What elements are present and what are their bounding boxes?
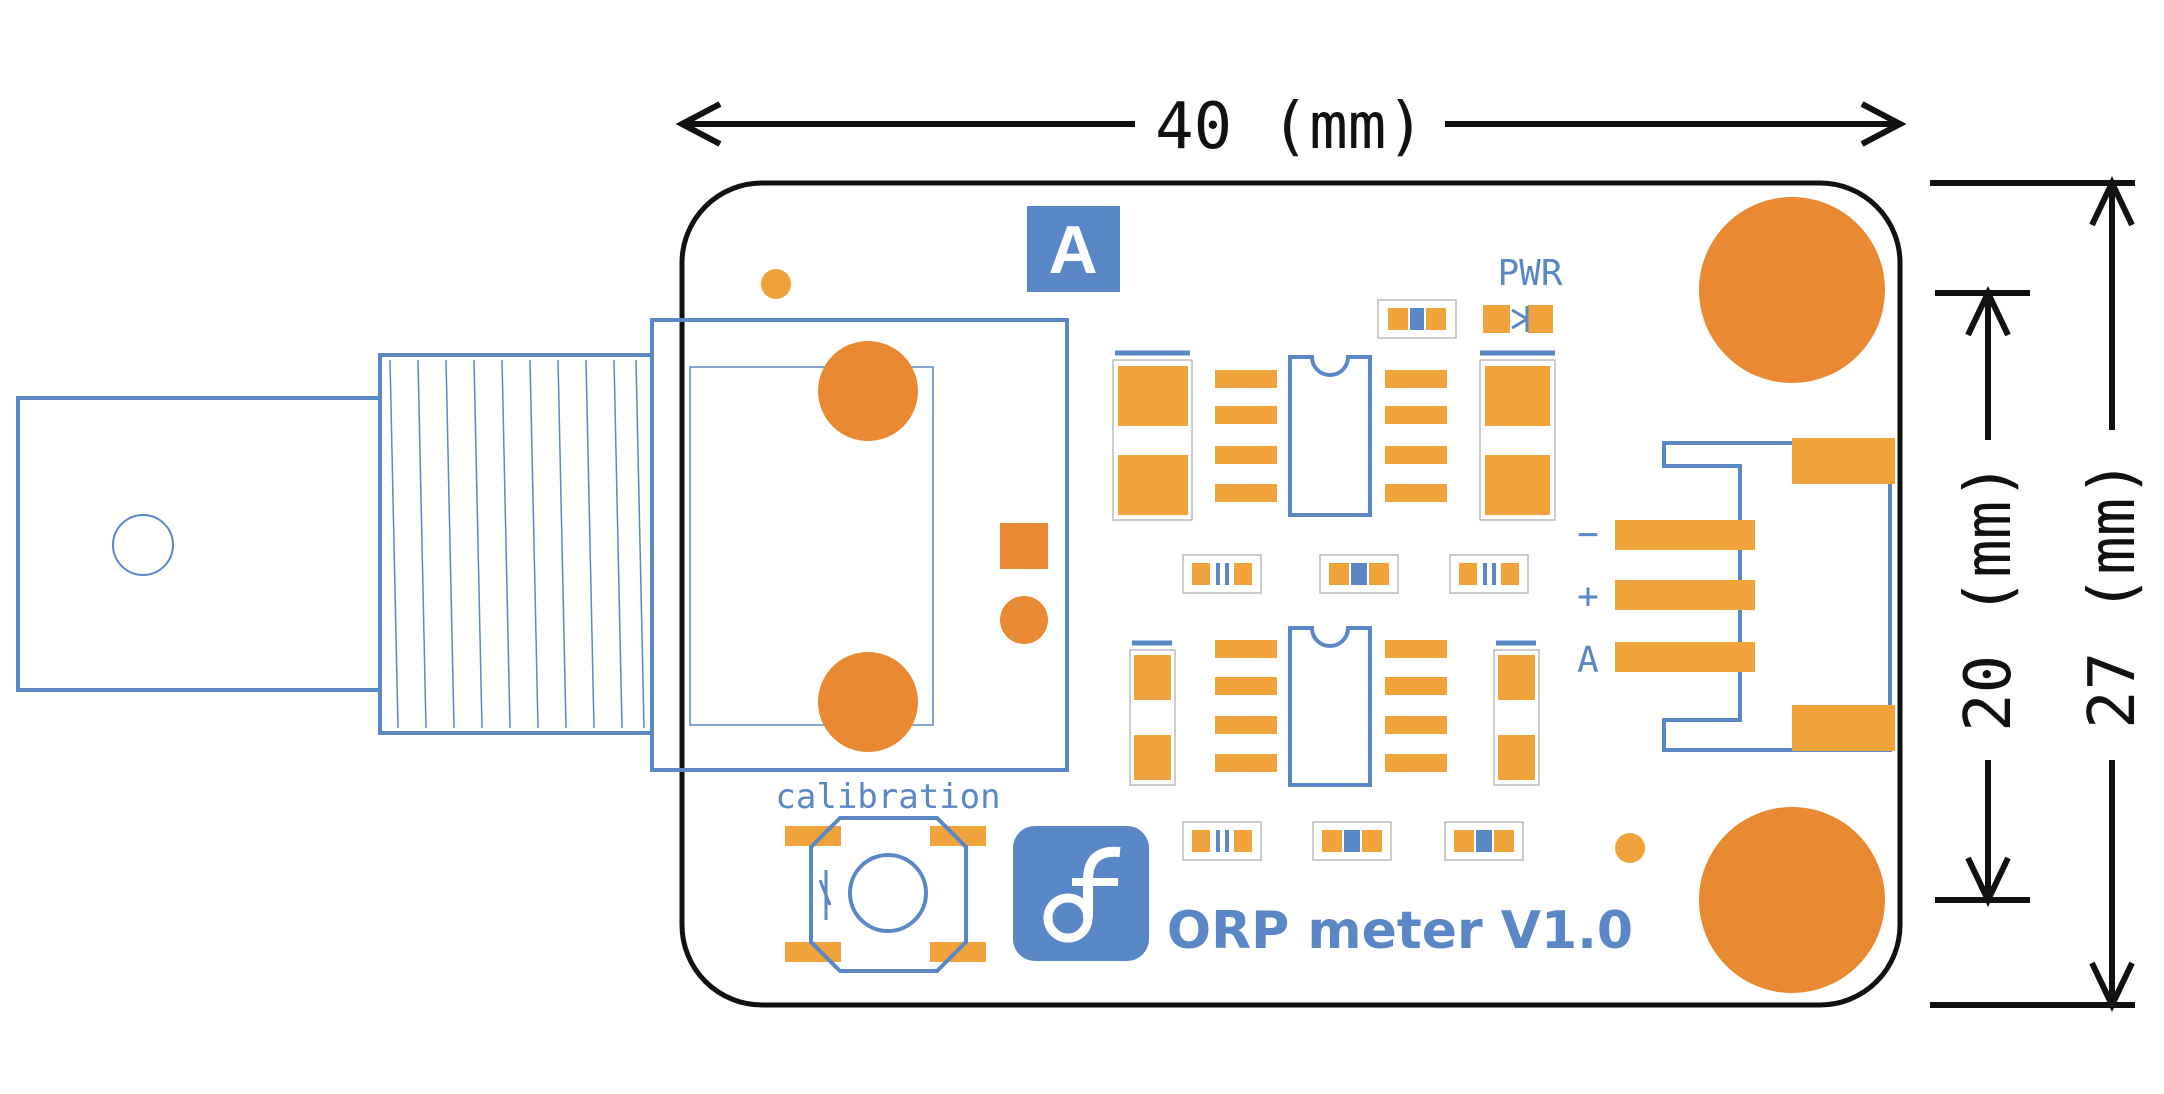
pwr-label: PWR <box>1497 253 1562 294</box>
board-title: ORP meter V1.0 <box>1167 901 1633 961</box>
via-top-left <box>761 269 791 299</box>
pin-label-plus: + <box>1577 576 1599 617</box>
width-dimension: 40 (mm) <box>675 90 1907 164</box>
upper-amplifier-section <box>1112 350 1556 521</box>
outer-height-dimension-label: 27 (mm) <box>2076 459 2150 729</box>
bnc-connector-icon <box>16 318 1069 772</box>
outer-height-dimension: 27 (mm) <box>1930 176 2150 1012</box>
tactile-button-icon[interactable] <box>785 816 986 973</box>
svg-text:A: A <box>1048 212 1097 288</box>
resistor-row-middle <box>1182 554 1529 594</box>
mount-hole-top <box>1699 197 1885 383</box>
calibration-label: calibration <box>775 777 1000 817</box>
dfrobot-logo-icon <box>1013 826 1149 961</box>
output-connector <box>1615 438 1895 752</box>
inner-height-dimension-label: 20 (mm) <box>1952 462 2026 732</box>
pin-label-analog: A <box>1577 640 1599 681</box>
lower-amplifier-section <box>1129 626 1540 787</box>
width-dimension-label: 40 (mm) <box>1155 90 1425 164</box>
channel-badge: A <box>1027 206 1120 292</box>
resistor-r1 <box>1377 299 1457 339</box>
mount-hole-bottom <box>1699 807 1885 993</box>
pin-label-minus: − <box>1577 514 1599 555</box>
resistor-row-bottom <box>1182 821 1524 861</box>
inner-height-dimension: 20 (mm) <box>1935 286 2030 907</box>
via-bottom-right <box>1615 833 1645 863</box>
pwr-led-icon <box>1483 305 1553 333</box>
board-outline <box>679 180 1903 1008</box>
